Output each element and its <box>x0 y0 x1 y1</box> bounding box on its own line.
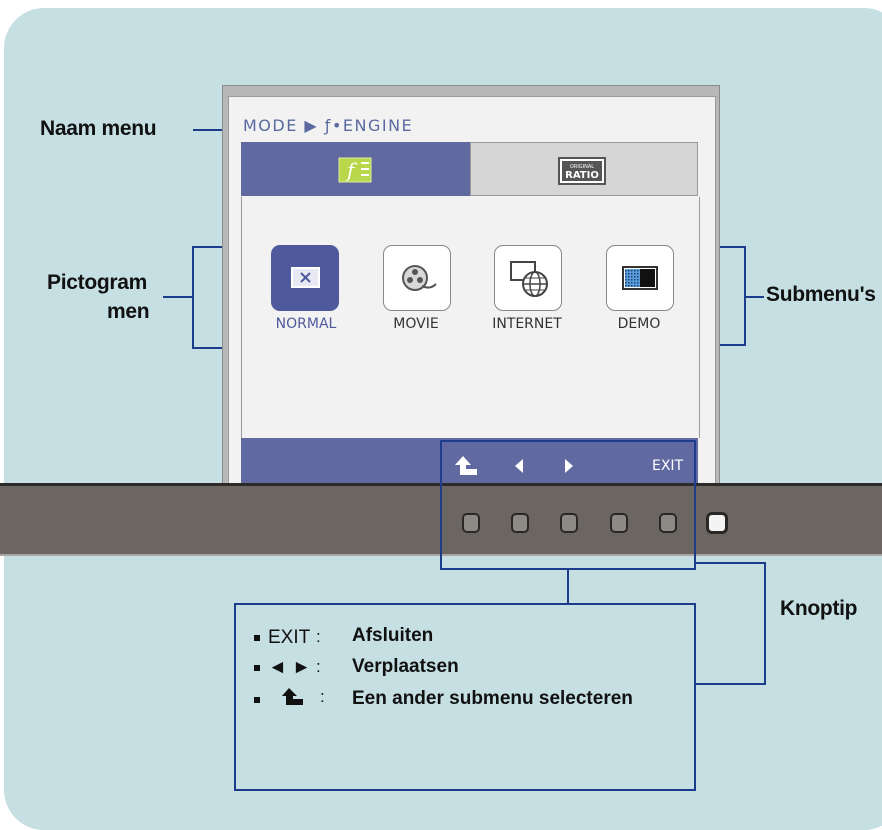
connector-naam-menu <box>193 129 222 131</box>
connector-pictogram <box>163 296 193 298</box>
power-button[interactable] <box>706 512 728 534</box>
help-row-move: ◄ ► <box>254 657 311 679</box>
help-sep-1: : <box>316 627 321 646</box>
help-sep-2: : <box>316 657 321 676</box>
bracket-pictogram-vertical <box>192 246 194 349</box>
help-key-arrows: ◄ ► <box>268 657 311 678</box>
bezel-button-3[interactable] <box>560 513 578 533</box>
bullet <box>254 634 260 641</box>
osd-exit-label: EXIT <box>652 458 684 474</box>
film-reel-icon <box>402 265 437 291</box>
help-desc-exit: Afsluiten <box>352 625 434 646</box>
tab2-line1: ORIGINAL <box>570 164 594 170</box>
help-row-exit: EXIT <box>254 627 310 649</box>
help-legend-box: EXIT : Afsluiten ◄ ► : Verplaatsen : Een… <box>234 603 696 791</box>
osd-button-bar <box>241 438 698 485</box>
x-box-icon <box>291 267 320 288</box>
help-desc-up: Een ander submenu selecteren <box>352 688 633 709</box>
mode-demo-button[interactable] <box>606 245 674 311</box>
connector-submenus <box>744 296 764 298</box>
mode-normal-label: NORMAL <box>275 316 337 332</box>
bracket-submenus-bottom <box>720 344 746 346</box>
bezel-button-5[interactable] <box>659 513 677 533</box>
knoptip-lower-connector <box>696 683 766 685</box>
knoptip-upper-connector <box>696 562 766 564</box>
help-sep-3: : <box>320 687 325 706</box>
label-submenus: Submenu's <box>766 283 876 306</box>
mode-demo-label: DEMO <box>617 316 661 332</box>
help-key-exit: EXIT <box>268 627 311 648</box>
right-arrow-icon <box>565 459 573 473</box>
bracket-submenus-top <box>720 246 746 248</box>
left-arrow-icon <box>515 459 523 473</box>
help-row-up <box>254 689 268 711</box>
mode-movie-label: MOVIE <box>393 316 439 332</box>
knoptip-vertical-connector <box>764 562 766 685</box>
bezel-button-4[interactable] <box>610 513 628 533</box>
label-pictogram-line1: Pictogram <box>47 271 147 294</box>
label-naam-menu: Naam menu <box>40 117 157 140</box>
bezel-button-2[interactable] <box>511 513 529 533</box>
osd-menu-name: MODE ▶ ƒ•ENGINE <box>243 116 414 135</box>
original-ratio-icon: ORIGINAL RATIO <box>558 157 606 185</box>
mode-normal-button[interactable] <box>271 245 339 311</box>
fengine-icon: f <box>338 157 372 183</box>
help-desc-move: Verplaatsen <box>352 656 459 677</box>
bullet <box>254 696 260 703</box>
tab2-line2: RATIO <box>565 170 599 181</box>
globe-screen-icon <box>510 261 548 297</box>
up-arrow-icon <box>282 688 303 705</box>
knoptip-box-right-over <box>694 483 696 570</box>
connector-to-help <box>567 569 569 604</box>
label-pictogram-line2: men <box>107 300 150 323</box>
bracket-pictogram-bottom <box>192 347 222 349</box>
label-knoptip: Knoptip <box>780 597 858 620</box>
tab-fengine[interactable]: f <box>241 142 470 196</box>
bracket-pictogram-top <box>192 246 222 248</box>
mode-internet-label: INTERNET <box>492 316 562 332</box>
tab-original-ratio[interactable]: ORIGINAL RATIO <box>470 142 698 196</box>
knoptip-box-left-over <box>440 483 442 570</box>
bullet <box>254 664 260 671</box>
up-arrow-icon <box>455 456 477 475</box>
bezel-button-1[interactable] <box>462 513 480 533</box>
knoptip-box-top <box>440 440 696 442</box>
split-screen-icon <box>622 266 658 290</box>
osd-content-area <box>241 197 700 438</box>
mode-movie-button[interactable] <box>383 245 451 311</box>
mode-internet-button[interactable] <box>494 245 562 311</box>
